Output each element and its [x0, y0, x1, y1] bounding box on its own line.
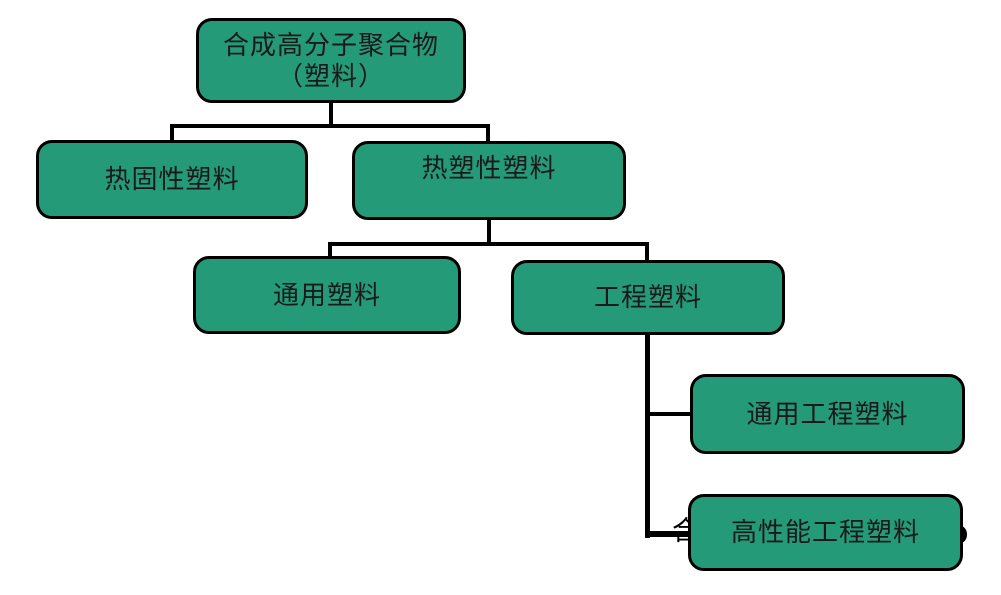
node-thermoplastic-label: 热塑性塑料 — [421, 154, 557, 183]
node-engineering-label: 工程塑料 — [593, 283, 702, 312]
connector-branch-high-performance — [645, 531, 693, 537]
node-high-performance-engineering-label: 高性能工程塑料 — [730, 518, 920, 547]
connector-drop-thermoplastic — [486, 124, 490, 143]
connector-thermoplastic-crossbar — [328, 242, 649, 246]
node-general-purpose: 通用塑料 — [193, 256, 461, 334]
connector-thermoplastic-stem — [487, 218, 491, 246]
connector-root-stem — [329, 101, 333, 128]
node-thermosetting: 热固性塑料 — [36, 140, 308, 219]
node-general-purpose-label: 通用塑料 — [272, 280, 381, 310]
node-root-label-line2: （塑料） — [276, 61, 385, 91]
node-root-label-line1: 合成高分子聚合物 — [222, 30, 439, 60]
node-thermosetting-label: 热固性塑料 — [104, 165, 240, 194]
node-general-engineering-label: 通用工程塑料 — [746, 399, 909, 429]
node-engineering: 工程塑料 — [511, 260, 785, 335]
node-high-performance-engineering: 高性能工程塑料 — [688, 494, 963, 571]
connector-branch-general-engineering — [645, 412, 693, 416]
connector-engineering-stem — [645, 331, 650, 538]
connector-root-crossbar — [170, 124, 490, 128]
node-general-engineering: 通用工程塑料 — [690, 374, 965, 454]
node-root: 合成高分子聚合物 （塑料） — [196, 18, 466, 103]
connector-drop-general-purpose — [328, 242, 332, 259]
connector-drop-thermosetting — [170, 124, 174, 143]
node-thermoplastic: 热塑性塑料 — [352, 141, 626, 220]
connector-drop-engineering — [645, 242, 649, 263]
